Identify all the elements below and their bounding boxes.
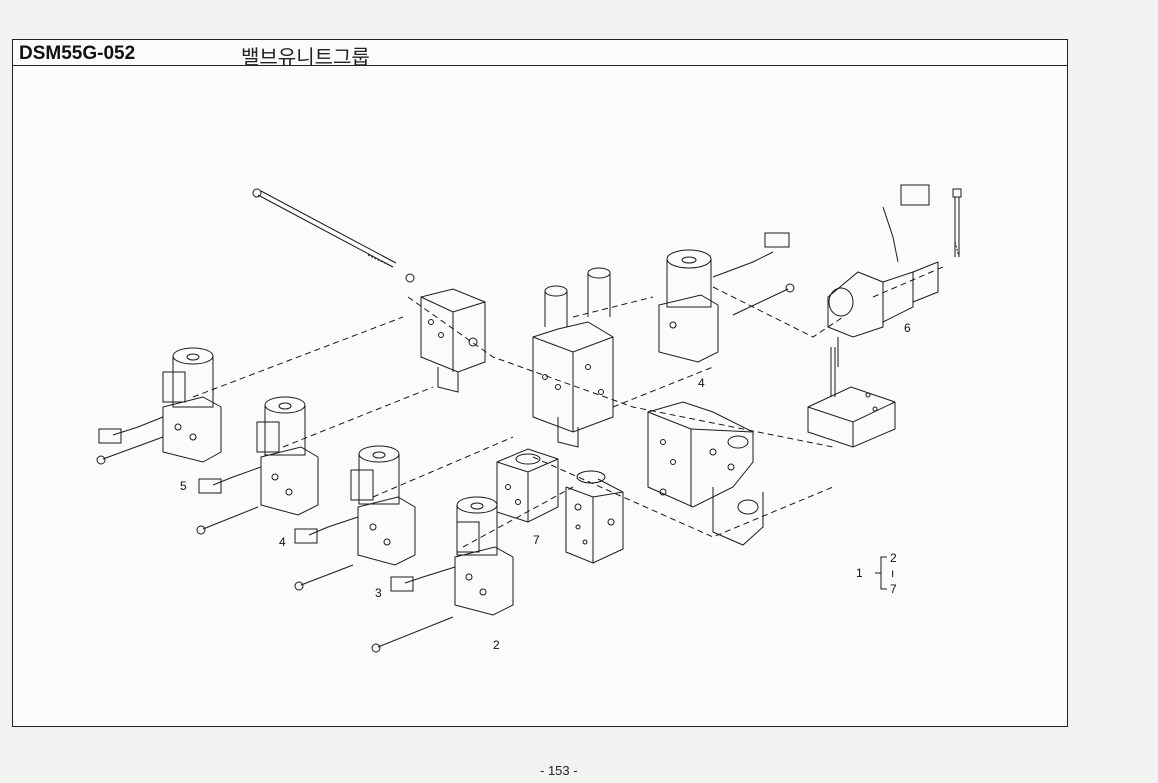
callout-7: 7 [533,533,540,547]
manifold-block-center [532,267,614,448]
solenoid-valve-4-right [658,232,795,363]
solenoid-valve-3 [294,445,416,591]
cartridge-block-7 [496,448,559,523]
sheet-header: DSM55G-052 밸브유니트그룹 [13,40,1067,69]
legend-parent-number: 1 [856,566,863,580]
exploded-diagram: 5 4 3 2 7 4 6 1 2 ı 7 [96,184,962,653]
solenoid-valve-5 [96,347,222,465]
page-number: - 153 - [540,763,578,778]
end-block-left [420,288,486,393]
long-bolt-top [252,188,397,268]
callout-3: 3 [375,586,382,600]
solenoid-valve-4-left [196,396,319,535]
callout-6: 6 [904,321,911,335]
assembly-lines [192,266,944,548]
legend-range-start: 2 [890,551,897,565]
legend-range-end: 7 [890,582,897,596]
solenoid-valve-2 [371,496,514,653]
part-group-code: DSM55G-052 [19,43,136,64]
sub-plate-right [807,347,896,448]
legend-bracket [875,556,887,590]
part-group-title: 밸브유니트그룹 [241,45,370,69]
parts-sheet: DSM55G-052 밸브유니트그룹 [12,39,1068,727]
callout-2: 2 [493,638,500,652]
bolt-right-vertical [952,188,962,258]
callout-5: 5 [180,479,187,493]
main-manifold-block [647,401,764,546]
check-valve-block [565,470,624,564]
callout-4-left: 4 [279,535,286,549]
directional-valve-6 [827,184,939,367]
legend-range-separator: ı [891,566,894,580]
washer [405,273,415,283]
callout-4-right: 4 [698,376,705,390]
